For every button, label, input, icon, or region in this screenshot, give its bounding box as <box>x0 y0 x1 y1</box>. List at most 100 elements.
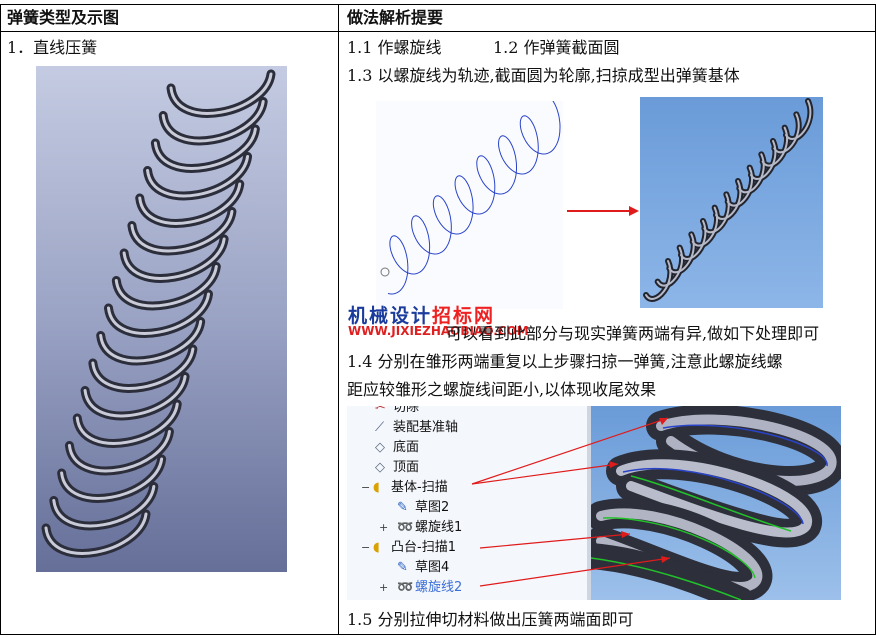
step-1-5: 1.5 分别拉伸切材料做出压簧两端面即可 <box>347 610 634 629</box>
base-spring-coil-highlight <box>715 180 742 220</box>
sketch-icon: ✎ <box>397 500 408 515</box>
tree-item-label: 切除 <box>393 406 420 415</box>
base-spring-coil-highlight <box>773 113 800 154</box>
compression-spring-image <box>36 66 287 572</box>
tree-item[interactable]: ◇ 顶面 <box>375 460 419 476</box>
tree-item-label: 螺旋线1 <box>415 520 463 535</box>
watermark-title-a: 机械设计 <box>348 305 433 327</box>
spring-coil-highlight <box>99 320 203 363</box>
watermark-url: WWW.JIXIEZHAOBIAO.COM <box>348 324 529 338</box>
base-spring-coil-highlight <box>645 260 672 300</box>
spring-coil-highlight <box>138 182 242 225</box>
tree-item[interactable]: ✎ 草图2 <box>397 500 449 516</box>
spring-base-render <box>640 97 823 308</box>
expand-icon[interactable]: + <box>379 581 389 594</box>
tree-item[interactable]: + ➿螺旋线1 <box>379 520 463 536</box>
annotation-arrowhead-2 <box>609 461 618 468</box>
table-border-left <box>0 4 1 635</box>
base-spring-coil-highlight <box>726 166 753 207</box>
base-spring-coil-highlight <box>680 220 707 260</box>
spring-base-drawing <box>640 97 823 308</box>
spring-coil-highlight <box>169 72 273 115</box>
expand-icon[interactable]: + <box>379 521 389 534</box>
collapse-icon[interactable]: − <box>361 541 371 554</box>
tree-item[interactable]: ⟋ 装配基准轴 <box>375 420 458 436</box>
annotation-arrowhead-1 <box>659 418 668 425</box>
spring-coil-highlight <box>161 100 265 143</box>
helix-icon: ➿ <box>397 520 414 535</box>
spring-coil-highlight <box>107 292 210 335</box>
annotation-arrow-3 <box>479 533 631 549</box>
header-method: 做法解析提要 <box>347 8 444 27</box>
spring-coil-highlight <box>153 127 257 170</box>
tree-item-label: 装配基准轴 <box>393 420 459 435</box>
spring-coil-highlight <box>114 265 218 308</box>
sweep-icon: ◖ <box>373 540 380 555</box>
watermark-title: 机械设计招标网 <box>348 301 495 328</box>
item-title: 1．直线压簧 <box>7 38 98 57</box>
tree-item[interactable]: ◇ 底面 <box>375 440 419 456</box>
annotation-arrow-4 <box>479 557 671 587</box>
base-spring-coil-highlight <box>691 206 718 247</box>
tree-item[interactable]: −◖ 基体-扫描 <box>361 480 448 496</box>
base-spring-coil-highlight <box>668 233 695 274</box>
tree-item[interactable]: −◖ 凸台-扫描1 <box>361 540 456 556</box>
tree-item-label: 基体-扫描 <box>391 480 448 495</box>
spring-coil-highlight <box>44 512 148 555</box>
sweep-icon: ◖ <box>373 480 380 495</box>
plane-icon: ◇ <box>375 440 385 455</box>
table-border-top <box>0 4 876 5</box>
annotation-arrowhead-3 <box>621 531 630 538</box>
table-border-bottom <box>0 634 876 635</box>
spring-coil-highlight <box>83 375 187 418</box>
table-column-divider <box>338 4 339 635</box>
annotation-arrow-1 <box>471 417 669 485</box>
result-arrow-icon <box>567 206 639 216</box>
spring-end-detail-drawing <box>591 406 841 600</box>
step-1-3: 1.3 以螺旋线为轨迹,截面圆为轮廓,扫掠成型出弹簧基体 <box>347 66 740 85</box>
base-spring-coil-highlight <box>761 126 788 167</box>
tree-item[interactable]: +➿螺旋线2 <box>379 580 462 596</box>
spring-coil-highlight <box>75 402 179 445</box>
tree-item-label: 凸台-扫描1 <box>391 540 456 555</box>
header-spring-type: 弹簧类型及示图 <box>7 8 120 27</box>
watermark-title-b: 招标网 <box>432 305 496 327</box>
cut-icon: ✂ <box>375 406 386 415</box>
collapse-icon[interactable]: − <box>361 481 371 494</box>
spring-illustration <box>36 66 287 572</box>
spring-coil-highlight <box>130 210 234 253</box>
panel-splitter[interactable] <box>587 406 591 600</box>
step-1-4-line-2: 距应较雏形之螺旋线间距小,以体现收尾效果 <box>347 380 657 399</box>
step-1-4-line-1: 1.4 分别在雏形两端重复以上步骤扫掠一弹簧,注意此螺旋线螺 <box>347 352 783 371</box>
tree-item-label: 顶面 <box>393 460 420 475</box>
spring-coil-highlight <box>91 347 195 390</box>
section-circle-icon <box>380 267 390 277</box>
feature-tree-panel: ✂切除⟋装配基准轴◇底面◇顶面−◖基体-扫描✎草图2+➿螺旋线1−◖凸台-扫描1… <box>347 406 587 600</box>
helix-icon: ➿ <box>397 580 414 595</box>
spring-coil-highlight <box>60 457 164 500</box>
base-spring-coil-highlight <box>656 246 683 287</box>
tree-item-label: 草图4 <box>415 560 450 575</box>
tree-item-label: 草图2 <box>415 500 450 515</box>
spring-coil-highlight <box>122 237 226 280</box>
annotation-arrow-2 <box>471 463 619 485</box>
axis-icon: ⟋ <box>375 420 385 435</box>
spring-end-detail-render <box>591 406 841 600</box>
step-1-2: 1.2 作弹簧截面圆 <box>493 38 620 57</box>
note-line: 可以看到此部分与现实弹簧两端有异,做如下处理即可 <box>446 324 820 343</box>
tree-item-label: 底面 <box>393 440 420 455</box>
helix-path-image <box>376 101 563 309</box>
annotation-arrowhead-4 <box>661 556 670 563</box>
plane-icon: ◇ <box>375 460 385 475</box>
sketch-icon: ✎ <box>397 560 408 575</box>
spring-coil-highlight <box>52 485 156 528</box>
base-spring-coil-highlight <box>703 193 730 234</box>
base-spring-coil-highlight <box>750 140 777 180</box>
tree-item[interactable]: ✂ 切除 <box>375 406 419 416</box>
base-spring-coil-highlight <box>738 153 765 194</box>
annotation-arrows <box>471 417 671 587</box>
spring-coil-highlight <box>67 430 171 473</box>
tree-item[interactable]: ✎ 草图4 <box>397 560 449 576</box>
table-border-header <box>0 31 876 32</box>
